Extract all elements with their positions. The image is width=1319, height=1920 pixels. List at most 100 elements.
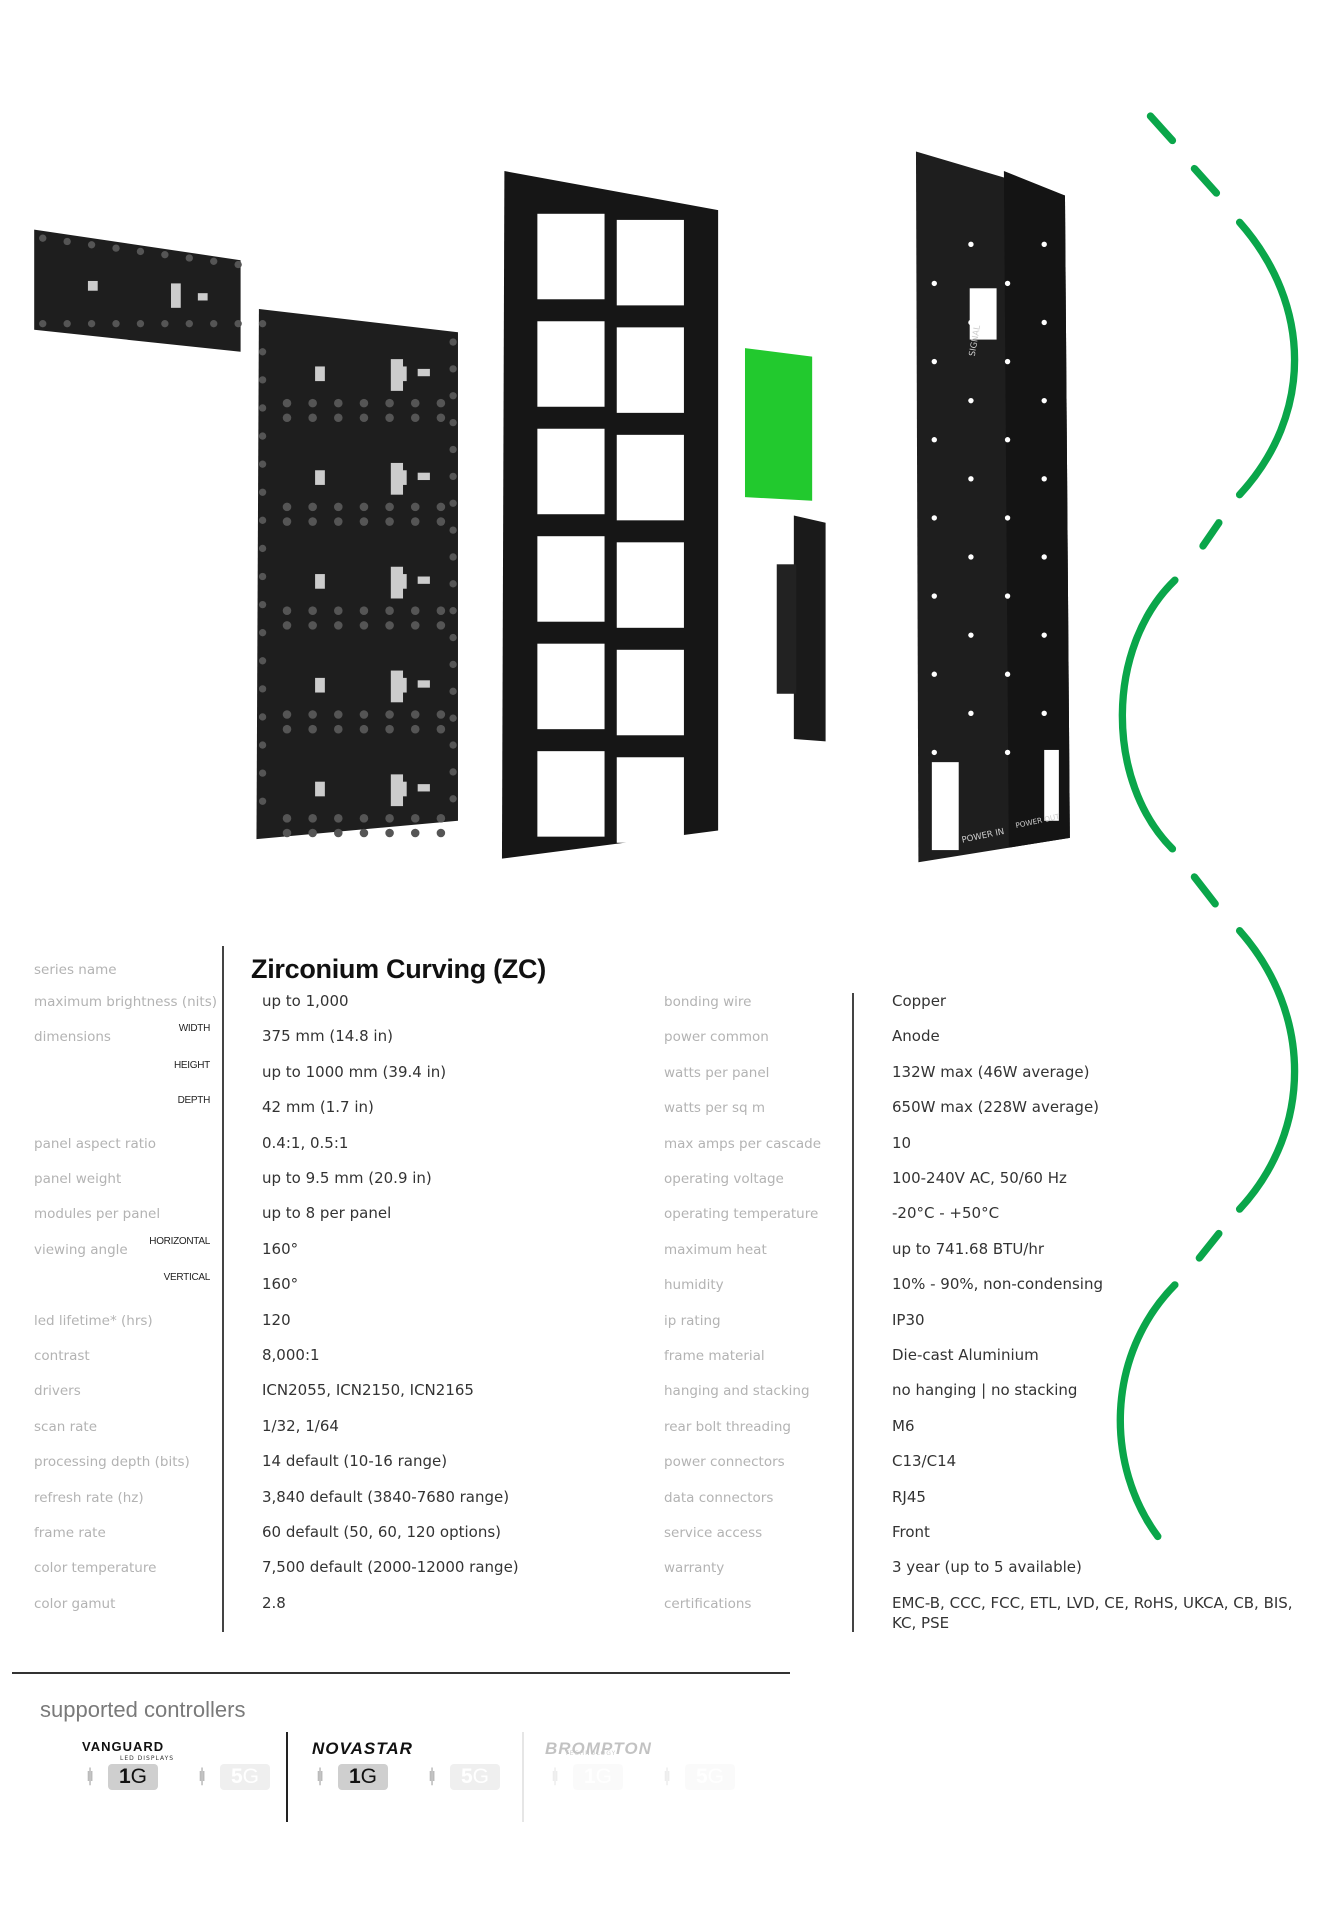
spec-value: Front (892, 1523, 930, 1541)
badge-number: 5 (230, 1765, 243, 1788)
screw-hole (449, 445, 457, 454)
spec-value: 1/32, 1/64 (262, 1416, 339, 1435)
screw-hole (136, 247, 145, 256)
screw-hole (308, 621, 317, 630)
spec-value: 7,500 default (2000-12000 range) (262, 1558, 519, 1577)
screw-hole (931, 671, 937, 677)
panel-detail (417, 368, 430, 377)
screw-hole (258, 376, 267, 384)
spec-label: humidity (664, 1277, 724, 1294)
screw-hole (334, 828, 343, 838)
badge-number: 1 (348, 1765, 361, 1788)
panel-detail (537, 751, 605, 837)
speed-badge-1g: 1G (338, 1764, 388, 1790)
panel-detail (390, 670, 404, 703)
screw-hole (308, 724, 317, 734)
screw-hole (436, 502, 446, 512)
screw-hole (931, 280, 937, 287)
screw-hole (282, 814, 292, 823)
screw-hole (258, 572, 267, 581)
screw-hole (282, 621, 292, 630)
panel-detail (315, 574, 325, 589)
spec-value: C13/C14 (892, 1452, 957, 1471)
panel-detail (87, 280, 98, 291)
spec-label: watts per panel (664, 1064, 770, 1081)
panel-detail (390, 462, 404, 495)
spec-value: up to 1000 mm (39.4 in) (262, 1062, 447, 1081)
panel-detail (537, 643, 605, 730)
spec-value: 10 (892, 1133, 912, 1152)
screw-hole (282, 517, 292, 526)
screw-hole (410, 517, 420, 526)
spec-value: 375 mm (14.8 in) (262, 1027, 393, 1046)
spec-value: 3 year (up to 5 available) (892, 1558, 1082, 1577)
screw-hole (308, 606, 317, 615)
signal-icon: ı|ı (316, 1765, 324, 1786)
panel-detail (417, 472, 430, 481)
spec-value: 42 mm (1.7 in) (262, 1098, 374, 1117)
series-name-label: series name (34, 962, 117, 978)
screw-hole (334, 621, 343, 630)
screw-hole (258, 741, 267, 749)
brand-logo: VANGUARD (82, 1739, 165, 1754)
screw-hole (385, 724, 394, 734)
screw-hole (112, 320, 120, 328)
spec-label: frame rate (34, 1525, 106, 1541)
screw-hole (308, 517, 317, 526)
screw-hole (385, 398, 394, 408)
speed-badge-1g: 1G (573, 1764, 623, 1790)
screw-hole (410, 502, 420, 512)
screw-hole (334, 517, 343, 526)
spec-sublabel: HEIGHT (174, 1059, 210, 1071)
screw-hole (308, 398, 317, 408)
screw-hole (112, 244, 120, 252)
screw-hole (436, 828, 446, 838)
module-tile-small (34, 229, 242, 352)
screw-hole (1041, 632, 1047, 638)
screw-hole (449, 633, 457, 642)
spec-value: 132W max (46W average) (892, 1062, 1090, 1081)
panel-detail (537, 536, 605, 622)
spec-label: processing depth (bits) (34, 1454, 190, 1471)
screw-hole (234, 320, 242, 328)
screw-hole (385, 606, 394, 615)
screw-hole (385, 517, 394, 526)
speed-badge-5g: 5G (220, 1764, 270, 1790)
screw-hole (258, 657, 267, 665)
screw-hole (359, 724, 369, 734)
screw-hole (282, 710, 292, 719)
screw-hole (410, 828, 420, 838)
screw-hole (258, 460, 267, 468)
screw-hole (258, 320, 267, 328)
spec-label: power connectors (664, 1454, 785, 1471)
screw-hole (334, 413, 343, 423)
panel-detail (170, 283, 181, 308)
screw-hole (1041, 710, 1047, 716)
screw-hole (258, 797, 267, 805)
signal-icon: ı|ı (198, 1765, 206, 1786)
panel-detail (315, 470, 325, 485)
spec-label: led lifetime* (hrs) (34, 1312, 153, 1329)
spec-label: frame material (664, 1348, 765, 1364)
spec-value: 14 default (10-16 range) (262, 1452, 448, 1471)
spec-value: up to 741.68 BTU/hr (892, 1239, 1045, 1258)
screw-hole (436, 413, 446, 423)
screw-hole (968, 397, 974, 404)
screw-hole (449, 714, 457, 722)
panel-detail (417, 680, 430, 688)
screw-hole (385, 814, 394, 823)
panel-detail (616, 434, 684, 521)
panel-detail (537, 213, 605, 300)
spec-value: no hanging | no stacking (892, 1381, 1078, 1400)
screw-hole (39, 234, 47, 242)
screw-hole (1004, 749, 1011, 756)
spec-value: EMC-B, CCC, FCC, ETL, LVD, CE, RoHS, UKC… (892, 1593, 1293, 1632)
screw-hole (359, 621, 369, 630)
spec-sublabel: DEPTH (177, 1095, 211, 1107)
spec-label: bonding wire (664, 994, 752, 1010)
screw-hole (968, 554, 974, 560)
screw-hole (931, 515, 937, 521)
controller-separator (522, 1732, 524, 1822)
spec-label: max amps per cascade (664, 1135, 822, 1152)
